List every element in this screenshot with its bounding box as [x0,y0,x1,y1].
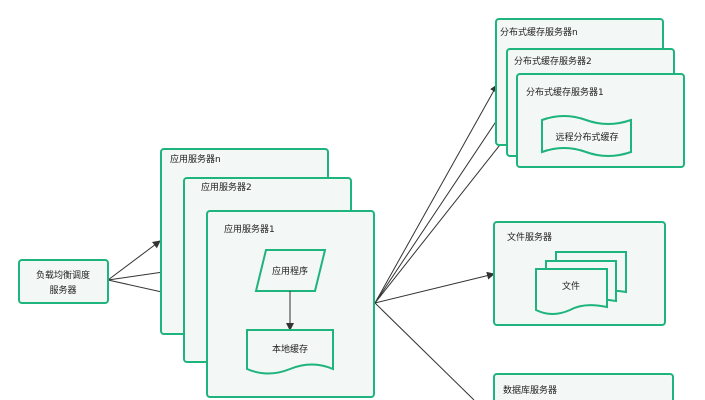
arrow-app1-to-file-server [374,271,495,304]
arrow-lb-to-app-n [107,240,161,281]
remote-cache-shape [541,115,632,157]
app-program-label: 应用程序 [272,265,308,277]
app-server-n-label: 应用服务器n [170,153,221,165]
arrow-app1-to-dist-1 [374,121,519,304]
load-balancer-label-line2: 服务器 [49,284,76,296]
file-doc-front [535,268,608,315]
local-cache-shape [246,329,334,375]
arrow-app1-to-db-server [374,302,475,400]
app-program-shape [254,249,327,292]
file-server-node: 文件服务器 文件 [493,221,666,326]
remote-cache-label: 远程分布式缓存 [555,131,618,143]
app-server-2-label: 应用服务器2 [201,181,252,193]
db-server-node: 数据库服务器 [493,373,674,400]
dist-cache-1-label: 分布式缓存服务器1 [526,86,604,98]
local-cache-label: 本地缓存 [272,343,308,355]
load-balancer-node: 负载均衡调度 服务器 [18,259,109,304]
file-server-label: 文件服务器 [507,231,552,243]
dist-cache-2-label: 分布式缓存服务器2 [514,55,592,67]
load-balancer-label-line1: 负载均衡调度 [36,269,90,281]
file-label: 文件 [562,280,580,292]
arrow-app1-to-dist-2 [374,104,508,304]
dist-cache-n-label: 分布式缓存服务器n [500,26,578,38]
connectors [107,84,519,400]
dist-cache-1-node: 分布式缓存服务器1 远程分布式缓存 [516,73,685,168]
arrow-app1-to-dist-n [374,84,498,304]
db-server-label: 数据库服务器 [503,384,557,396]
app-server-1-label: 应用服务器1 [224,223,275,235]
app-server-1-node: 应用服务器1 应用程序 本地缓存 [206,210,375,398]
